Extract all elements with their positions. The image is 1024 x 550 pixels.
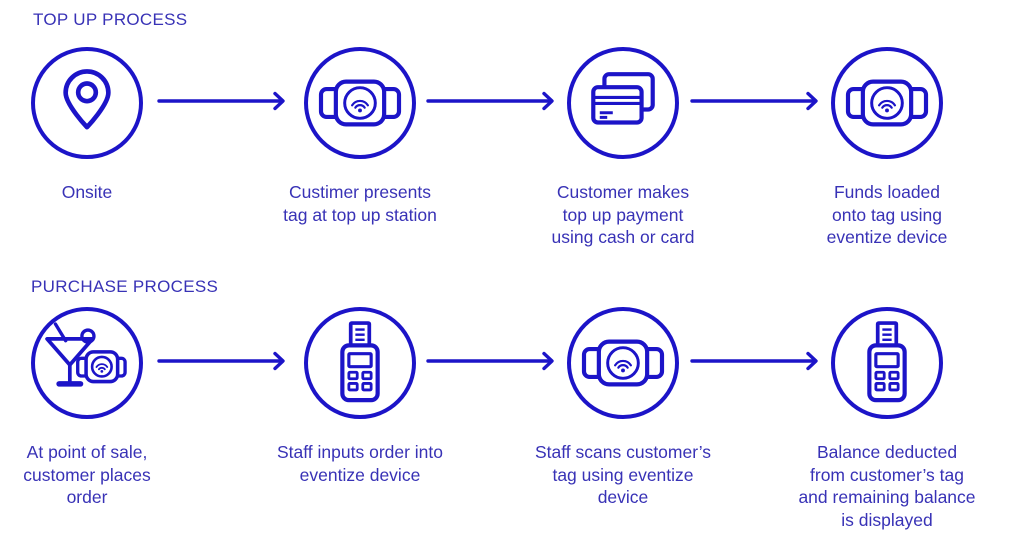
purchase-process-title: PURCHASE PROCESS	[31, 277, 219, 296]
arrow-icon	[426, 351, 554, 371]
step-circle-purchase-4	[831, 307, 943, 419]
step-label: Staff inputs order into eventize device	[276, 442, 444, 485]
step-label: Balance deducted from customer’s tag and…	[798, 442, 976, 530]
arrow-icon	[690, 351, 818, 371]
pos-terminal-icon	[867, 321, 907, 403]
step-label: At point of sale, customer places order	[23, 442, 151, 507]
nfc-tag-icon	[845, 79, 929, 127]
arrow-icon	[157, 91, 285, 111]
step-circle-topup-1	[31, 47, 143, 159]
step-circle-purchase-3	[567, 307, 679, 419]
step-circle-topup-4	[831, 47, 943, 159]
nfc-tag-icon	[581, 339, 665, 387]
step-label: Custimer presents tag at top up station	[283, 182, 437, 225]
step-circle-topup-3	[567, 47, 679, 159]
top-up-process-title: TOP UP PROCESS	[33, 10, 188, 29]
step-label: Funds loaded onto tag using eventize dev…	[826, 182, 948, 247]
nfc-tag-icon	[318, 79, 402, 127]
credit-cards-icon	[591, 72, 655, 125]
step-label: Customer makes top up payment using cash…	[551, 182, 695, 247]
arrow-icon	[426, 91, 554, 111]
location-pin-icon	[63, 69, 111, 130]
step-circle-purchase-2	[304, 307, 416, 419]
step-circle-purchase-1	[31, 307, 143, 419]
cocktail-nfc-tag-icon	[45, 322, 127, 387]
step-circle-topup-2	[304, 47, 416, 159]
arrow-icon	[157, 351, 285, 371]
step-label: Onsite	[61, 182, 113, 202]
step-label: Staff scans customer’s tag using eventiz…	[534, 442, 712, 507]
pos-terminal-icon	[340, 321, 380, 403]
arrow-icon	[690, 91, 818, 111]
